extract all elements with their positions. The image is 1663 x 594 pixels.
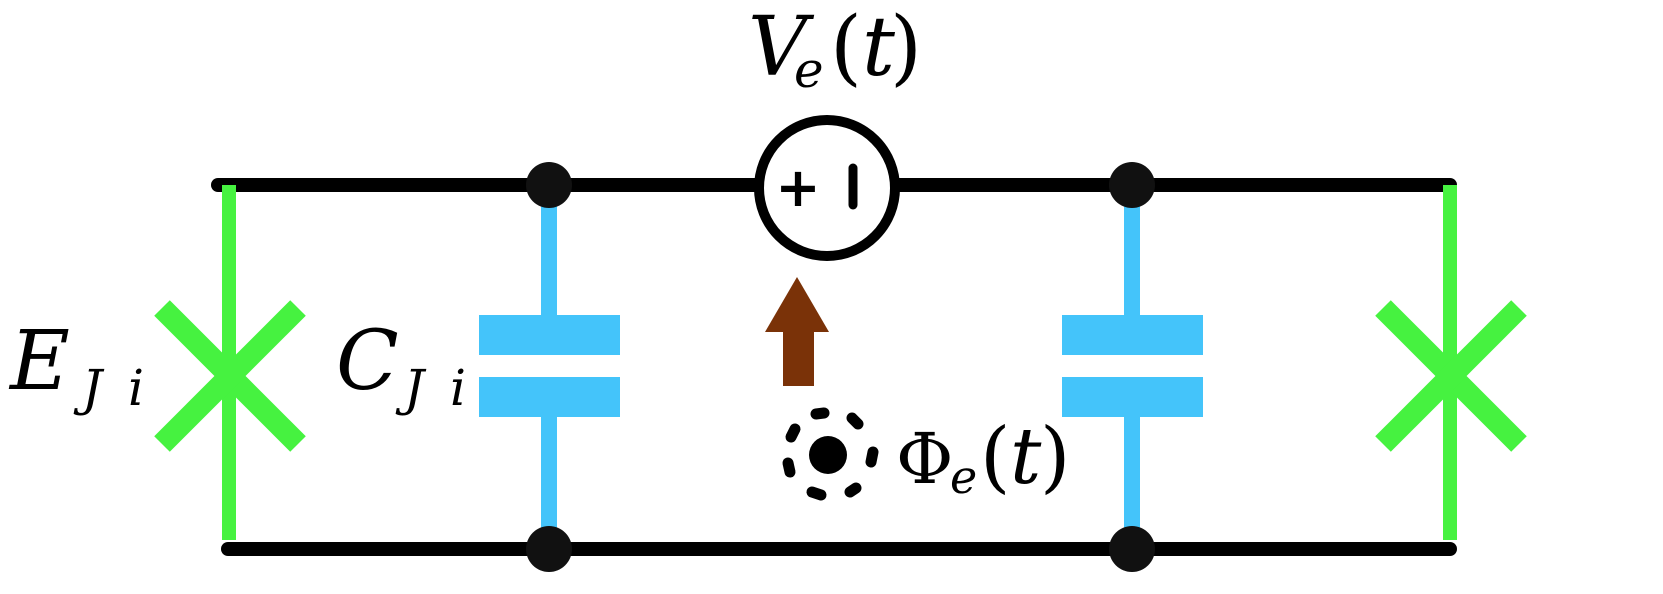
right-junction-cross-icon	[1375, 300, 1527, 452]
svg-text:i: i	[128, 359, 144, 417]
svg-text:J: J	[395, 359, 427, 417]
label-external-flux: Φ e ( t )	[896, 412, 1070, 504]
plus-sign: +	[775, 156, 820, 219]
svg-text:e: e	[794, 41, 824, 99]
label-capacitance: C J i	[336, 314, 466, 417]
svg-text:t: t	[862, 0, 896, 95]
right-capacitor-icon	[1062, 185, 1203, 549]
left-junction-cross-icon	[154, 300, 306, 452]
svg-text:i: i	[450, 359, 466, 417]
left-junction	[154, 185, 306, 540]
left-capacitor-icon	[479, 185, 620, 549]
right-junction	[1375, 185, 1527, 540]
svg-text:E: E	[8, 314, 70, 409]
svg-text:(: (	[980, 412, 1010, 502]
voltage-source-icon: +	[754, 115, 900, 261]
up-arrow-icon	[765, 277, 829, 386]
label-voltage-source: V e ( t )	[748, 0, 922, 99]
svg-text:t: t	[1010, 412, 1042, 502]
node-bottom-left	[526, 526, 572, 572]
svg-text:e: e	[950, 450, 977, 504]
node-top-left	[526, 162, 572, 208]
vortex-icon	[782, 407, 879, 501]
svg-text:): )	[1040, 412, 1070, 502]
svg-text:(: (	[830, 0, 862, 95]
svg-text:): )	[890, 0, 922, 95]
svg-text:Φ: Φ	[896, 418, 953, 500]
svg-text:C: C	[336, 314, 399, 409]
node-bottom-right	[1109, 526, 1155, 572]
label-josephson-energy: E J i	[8, 314, 144, 417]
node-top-right	[1109, 162, 1155, 208]
svg-text:J: J	[73, 359, 105, 417]
svg-text:V: V	[748, 0, 815, 95]
